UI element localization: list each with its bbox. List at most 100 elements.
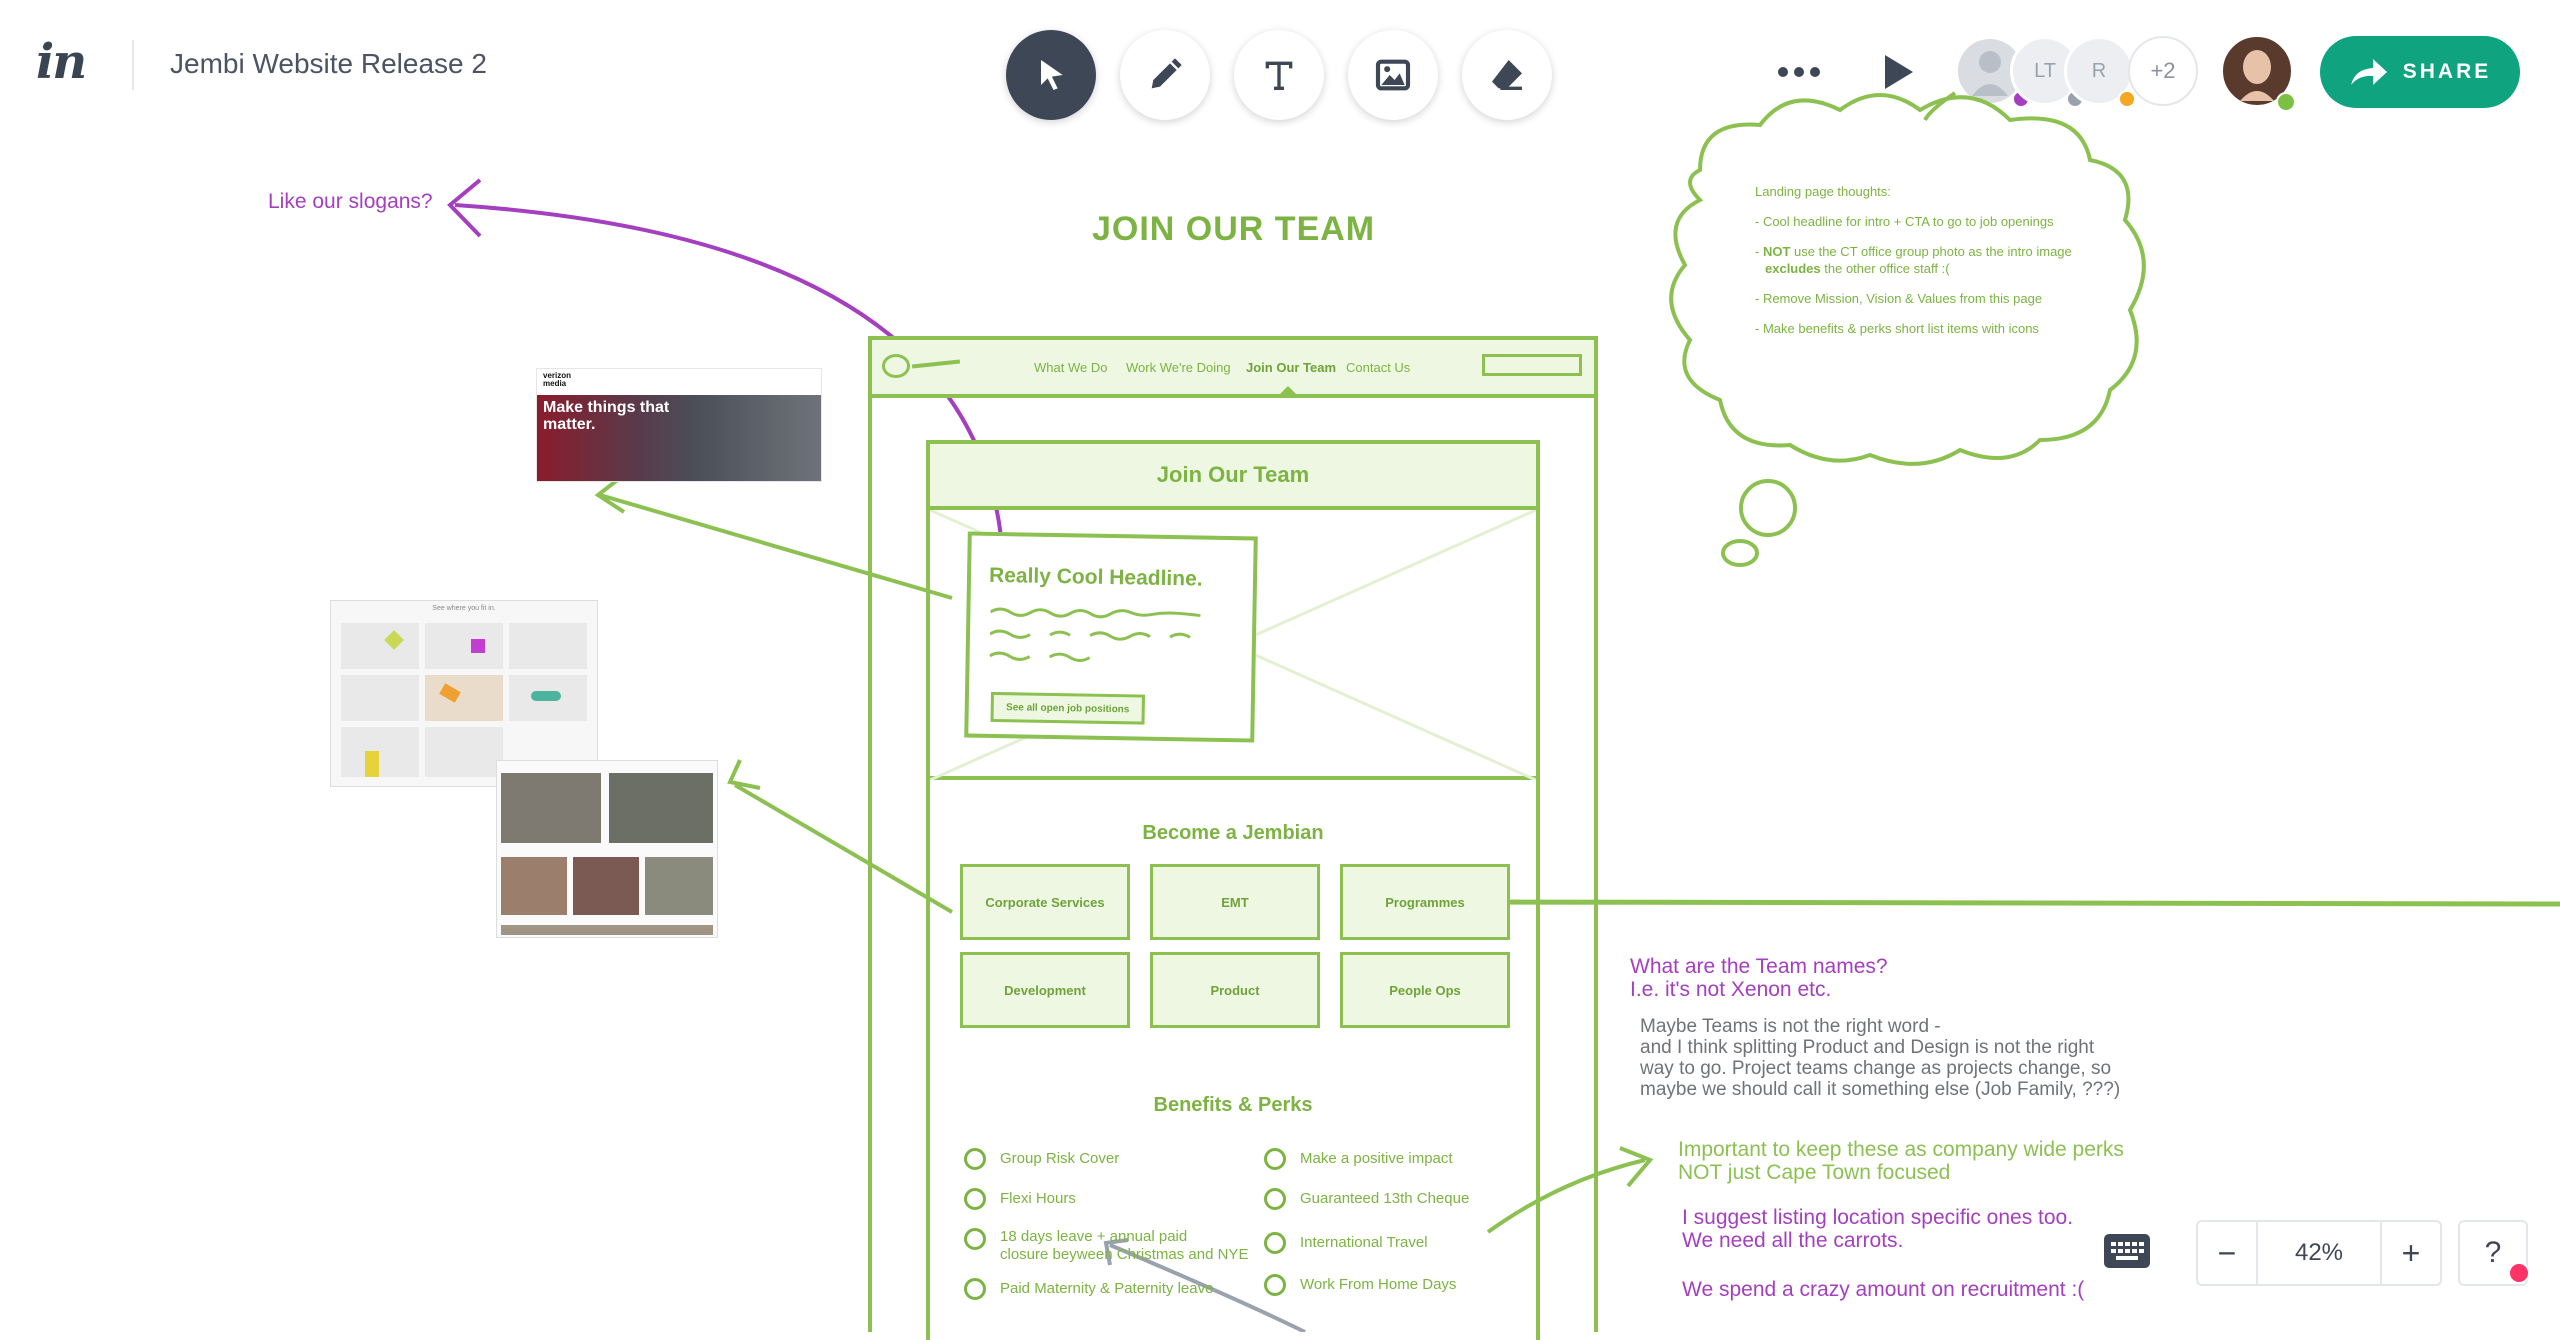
thought-bubble-small — [1721, 539, 1759, 567]
perk-label: Work From Home Days — [1300, 1276, 1457, 1293]
perk-label-line2: closure beyween Christmas and NYE — [1000, 1246, 1249, 1263]
active-nav-indicator — [1278, 386, 1298, 396]
team-names-line: way to go. Project teams change as proje… — [1640, 1058, 2112, 1079]
invision-logo[interactable]: in — [36, 34, 87, 90]
collaborator-initials: R — [2091, 59, 2107, 82]
collaborator-initials: LT — [2034, 59, 2056, 82]
placeholder-text-scribble — [989, 607, 1201, 662]
document-title[interactable]: Jembi Website Release 2 — [170, 48, 487, 79]
team-names-comment[interactable]: Maybe Teams is not the right word - and … — [1640, 1016, 2120, 1100]
image-icon — [1375, 59, 1411, 91]
wireframe-search-box[interactable] — [1482, 354, 1582, 376]
leaf-icon — [1264, 1148, 1286, 1170]
team-photo — [609, 773, 713, 843]
leave-arrow — [1109, 1243, 1306, 1332]
wireframe-nav-item-active[interactable]: Join Our Team — [1246, 360, 1337, 375]
perk-label: Make a positive impact — [1300, 1150, 1453, 1167]
text-tool-button[interactable] — [1234, 30, 1324, 120]
verizon-logo: verizon media — [543, 371, 572, 388]
pencil-icon — [1151, 58, 1182, 89]
more-icon — [1778, 67, 1820, 77]
team-names-q2: I.e. it's not Xenon etc. — [1630, 978, 1832, 1001]
perk-item: Make a positive impact — [1264, 1148, 1453, 1170]
category-product[interactable]: Product — [1150, 952, 1320, 1028]
perk-label: International Travel — [1300, 1234, 1428, 1251]
location-comment-line: We need all the carrots. — [1682, 1229, 1904, 1252]
category-programmes[interactable]: Programmes — [1340, 864, 1510, 940]
perks-comment-line: NOT just Cape Town focused — [1678, 1161, 1951, 1184]
location-comment[interactable]: I suggest listing location specific ones… — [1682, 1206, 2073, 1252]
cloud-item-2-text: use the CT office group photo as the int… — [1790, 244, 2072, 259]
leaf-icon — [964, 1188, 986, 1210]
more-collaborators-badge[interactable]: +2 — [2128, 36, 2198, 106]
perks-comment[interactable]: Important to keep these as company wide … — [1678, 1138, 2124, 1184]
team-names-q1: What are the Team names? — [1630, 955, 1888, 978]
select-tool-button[interactable] — [1006, 30, 1096, 120]
zoom-in-button[interactable]: + — [2401, 1234, 2421, 1271]
more-options-button[interactable] — [1774, 54, 1824, 90]
perks-arrowhead — [1619, 1146, 1654, 1188]
cloud-notes[interactable]: Landing page thoughts: - Cool headline f… — [1755, 183, 2125, 337]
image-tool-button[interactable] — [1348, 30, 1438, 120]
wireframe-nav-item[interactable]: Work We're Doing — [1126, 360, 1231, 375]
zoom-out-button[interactable]: − — [2217, 1234, 2237, 1271]
slogans-note[interactable]: Like our slogans? — [268, 190, 433, 213]
perks-arrow — [1486, 1158, 1646, 1234]
leaf-icon — [964, 1278, 986, 1300]
wireframe-hero-title: Join Our Team — [1156, 462, 1310, 487]
verizon-screenshot[interactable]: verizon media Make things that matter. — [536, 368, 822, 482]
cloud-item-2-line2-bold: excludes — [1765, 261, 1821, 276]
category-development[interactable]: Development — [960, 952, 1130, 1028]
category-emt[interactable]: EMT — [1150, 864, 1320, 940]
job-category-grid-screenshot[interactable]: See where you fit in. — [330, 600, 598, 787]
categories-arrowhead — [727, 759, 761, 790]
wireframe-logo-icon — [882, 354, 910, 378]
category-people-ops[interactable]: People Ops — [1340, 952, 1510, 1028]
wireframe-nav: What We Do Work We're Doing Join Our Tea… — [872, 340, 1594, 398]
grid-tile — [341, 623, 419, 669]
grid-tile — [425, 675, 503, 721]
leaf-icon — [964, 1228, 986, 1250]
pen-tool-button[interactable] — [1120, 30, 1210, 120]
perk-item: Guaranteed 13th Cheque — [1264, 1188, 1469, 1210]
perk-item: Work From Home Days — [1264, 1274, 1456, 1296]
wireframe-nav-item[interactable]: Contact Us — [1346, 360, 1411, 375]
user-avatar[interactable] — [2220, 34, 2294, 108]
share-button[interactable]: SHARE — [2320, 36, 2520, 108]
eraser-tool-button[interactable] — [1462, 30, 1552, 120]
thought-bubble — [1739, 479, 1797, 537]
grid-title: See where you fit in. — [432, 605, 496, 612]
wireframe-page-title[interactable]: JOIN OUR TEAM — [1092, 210, 1376, 248]
person-icon — [1972, 51, 2008, 96]
recruitment-comment[interactable]: We spend a crazy amount on recruitment :… — [1682, 1278, 2085, 1301]
grid-tile — [509, 623, 587, 669]
see-open-positions-button[interactable]: See all open job positions — [990, 691, 1145, 725]
keyboard-shortcuts-button[interactable] — [2104, 1234, 2150, 1268]
share-label: SHARE — [2402, 60, 2492, 83]
team-photo — [501, 773, 601, 843]
wireframe-frame[interactable]: What We Do Work We're Doing Join Our Tea… — [868, 336, 1598, 1340]
zoom-level[interactable]: 42% — [2256, 1222, 2382, 1284]
play-icon — [1885, 55, 1913, 89]
notification-dot — [2508, 1262, 2530, 1284]
team-photo — [645, 857, 713, 915]
present-button[interactable] — [1876, 50, 1920, 94]
wireframe-nav-item[interactable]: What We Do — [1034, 360, 1108, 375]
leaf-icon — [1264, 1274, 1286, 1296]
cloud-item-1: - Cool headline for intro + CTA to go to… — [1755, 214, 2054, 229]
cursor-icon — [1041, 60, 1063, 90]
team-photo — [501, 857, 567, 915]
team-names-line: maybe we should call it something else (… — [1640, 1079, 2121, 1100]
category-corporate-services[interactable]: Corporate Services — [960, 864, 1130, 940]
categories-arrow — [733, 783, 954, 914]
headline-card[interactable]: Really Cool Headline. See all open job p… — [964, 531, 1258, 743]
slogans-arrowhead — [447, 178, 482, 238]
grid-tile — [341, 727, 419, 777]
perk-item: Group Risk Cover — [964, 1148, 1119, 1170]
team-photos-screenshot[interactable] — [496, 760, 718, 938]
wireframe-hero-header: Join Our Team — [930, 444, 1536, 510]
leaf-icon — [964, 1148, 986, 1170]
team-names-question[interactable]: What are the Team names? I.e. it's not X… — [1630, 955, 1888, 1001]
